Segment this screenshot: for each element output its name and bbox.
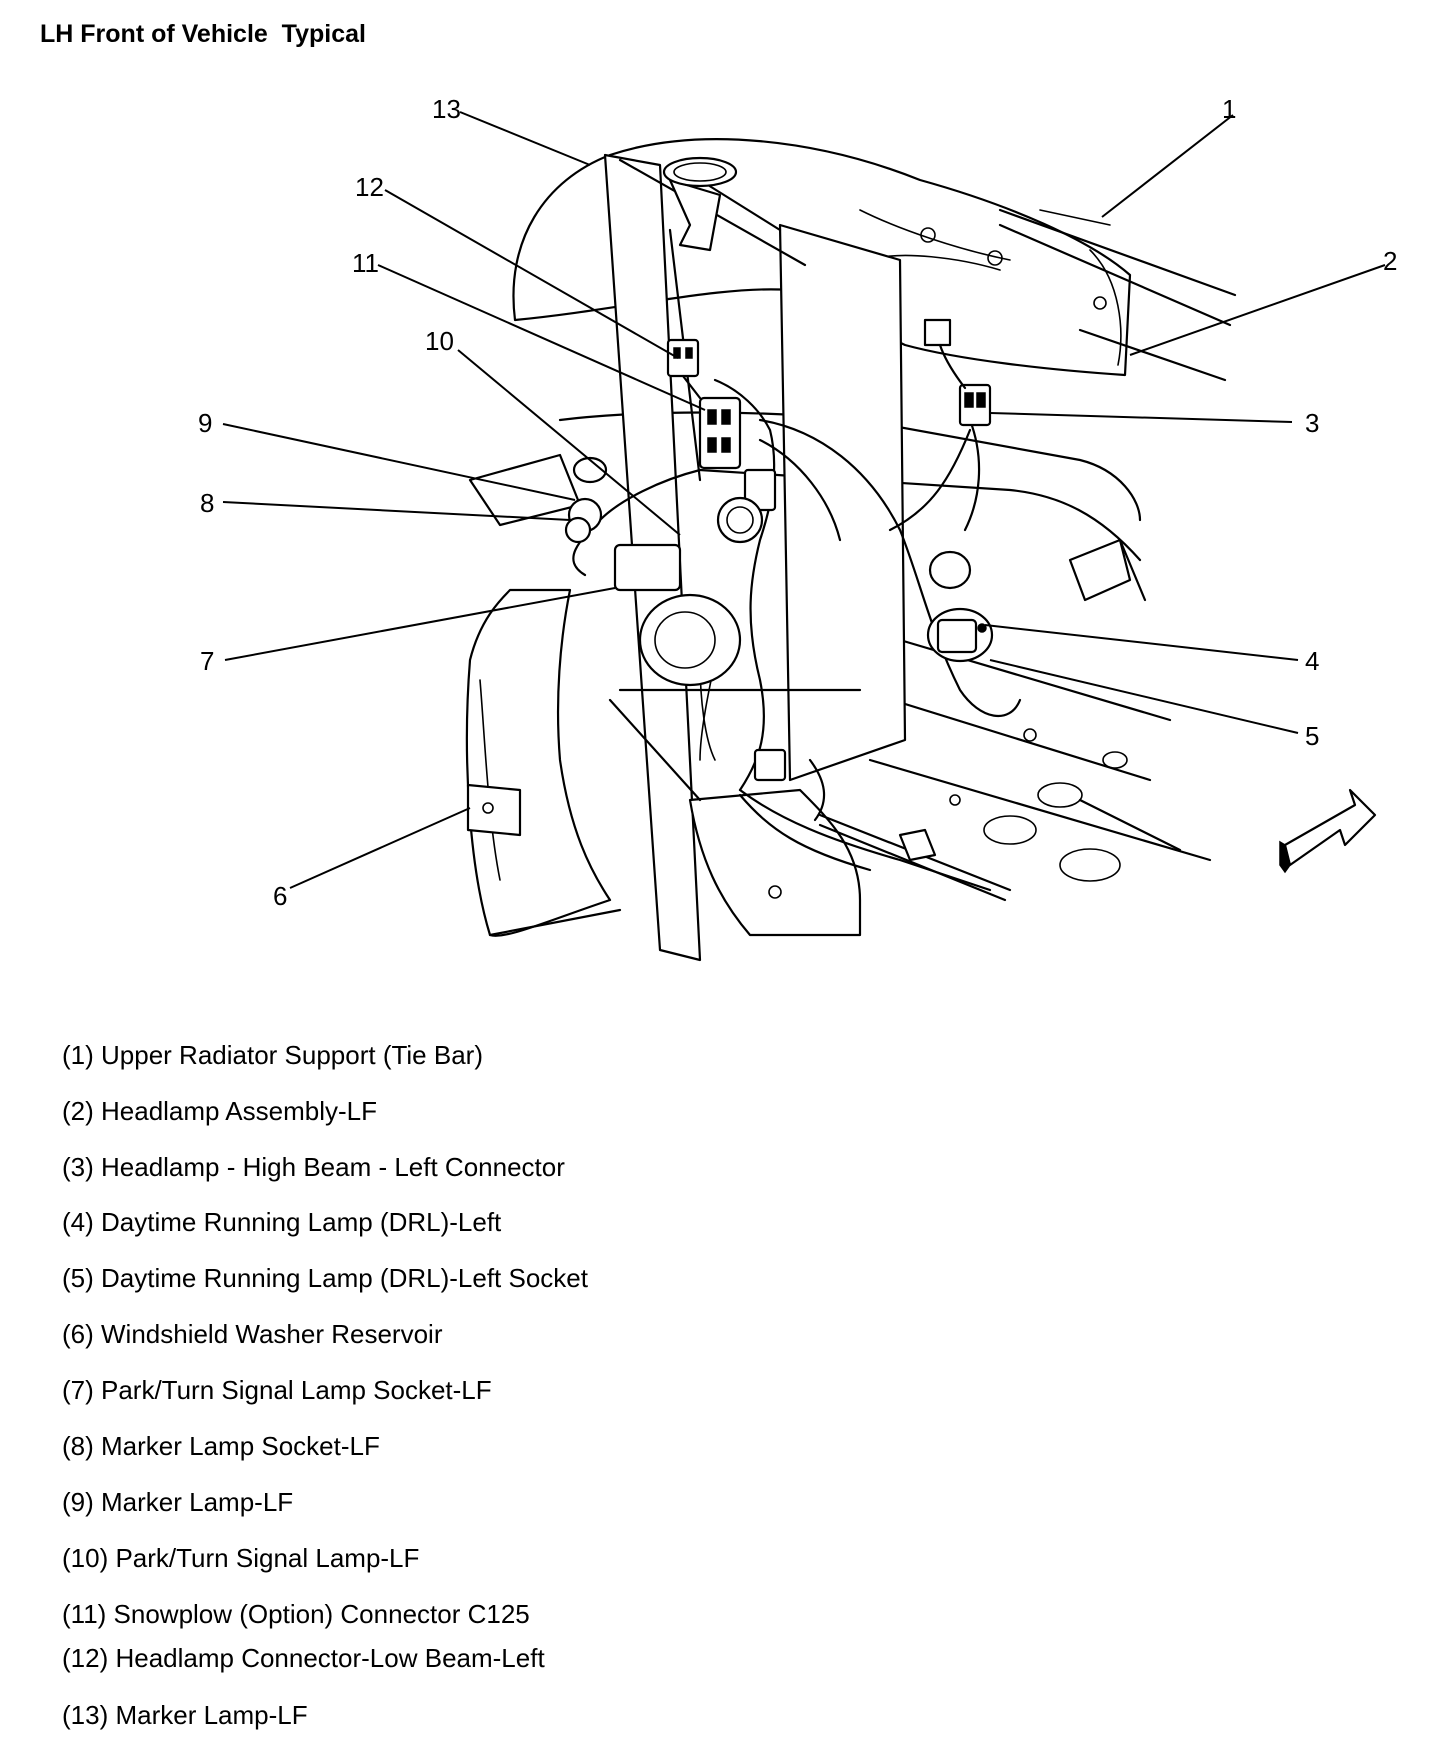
callout-12: 12	[355, 172, 384, 202]
callout-11: 11	[352, 248, 379, 278]
callout-leaders	[222, 111, 1386, 889]
radiator-support-tie-bar	[998, 208, 1237, 382]
washer-reservoir	[465, 588, 622, 937]
legend-item: (5) Daytime Running Lamp (DRL)-Left Sock…	[62, 1263, 588, 1293]
lower-frame	[608, 688, 862, 937]
legend-item: (12) Headlamp Connector-Low Beam-Left	[62, 1643, 545, 1673]
legend-item: (7) Park/Turn Signal Lamp Socket-LF	[62, 1375, 492, 1405]
legend-item: (1) Upper Radiator Support (Tie Bar)	[62, 1040, 483, 1070]
marker-lamp	[468, 453, 608, 544]
headlamp-low-beam-connector	[666, 338, 702, 400]
ground-cable	[753, 748, 1012, 902]
legend-item: (4) Daytime Running Lamp (DRL)-Left	[62, 1207, 502, 1237]
callout-numbers: 1 2 3 4 5 6 7 8 9 10 11 12 13	[198, 94, 1397, 911]
direction-arrow-icon	[1279, 788, 1377, 874]
callout-8: 8	[200, 488, 214, 518]
legend-item: (2) Headlamp Assembly-LF	[62, 1096, 377, 1126]
drl-lamp	[926, 607, 994, 663]
callout-5: 5	[1305, 721, 1319, 751]
callout-4: 4	[1305, 646, 1319, 676]
callout-9: 9	[198, 408, 212, 438]
snowplow-connector-c125	[698, 396, 777, 512]
legend-item: (9) Marker Lamp-LF	[62, 1487, 294, 1517]
filler-neck	[662, 156, 738, 252]
callout-6: 6	[273, 881, 287, 911]
callout-2: 2	[1383, 246, 1397, 276]
legend-item: (8) Marker Lamp Socket-LF	[62, 1431, 380, 1461]
callout-13: 13	[432, 94, 461, 124]
park-turn-lamp	[613, 496, 764, 687]
legend-item: (6) Windshield Washer Reservoir	[62, 1319, 443, 1349]
callout-3: 3	[1305, 408, 1319, 438]
callout-1: 1	[1222, 94, 1236, 124]
vehicle-front-diagram: 1 2 3 4 5 6 7 8 9 10 11 12 13	[198, 94, 1397, 962]
headlamp-high-beam-connector	[923, 318, 992, 427]
diagram-title: LH Front of Vehicle Typical	[40, 20, 366, 48]
callout-7: 7	[200, 646, 214, 676]
legend-item: (13) Marker Lamp-LF	[62, 1700, 308, 1730]
legend-item: (11) Snowplow (Option) Connector C125	[62, 1599, 530, 1629]
callout-10: 10	[425, 326, 454, 356]
legend-item: (3) Headlamp - High Beam - Left Connecto…	[62, 1152, 565, 1182]
wiring-harness	[572, 378, 1022, 892]
legend-item: (10) Park/Turn Signal Lamp-LF	[62, 1543, 420, 1573]
